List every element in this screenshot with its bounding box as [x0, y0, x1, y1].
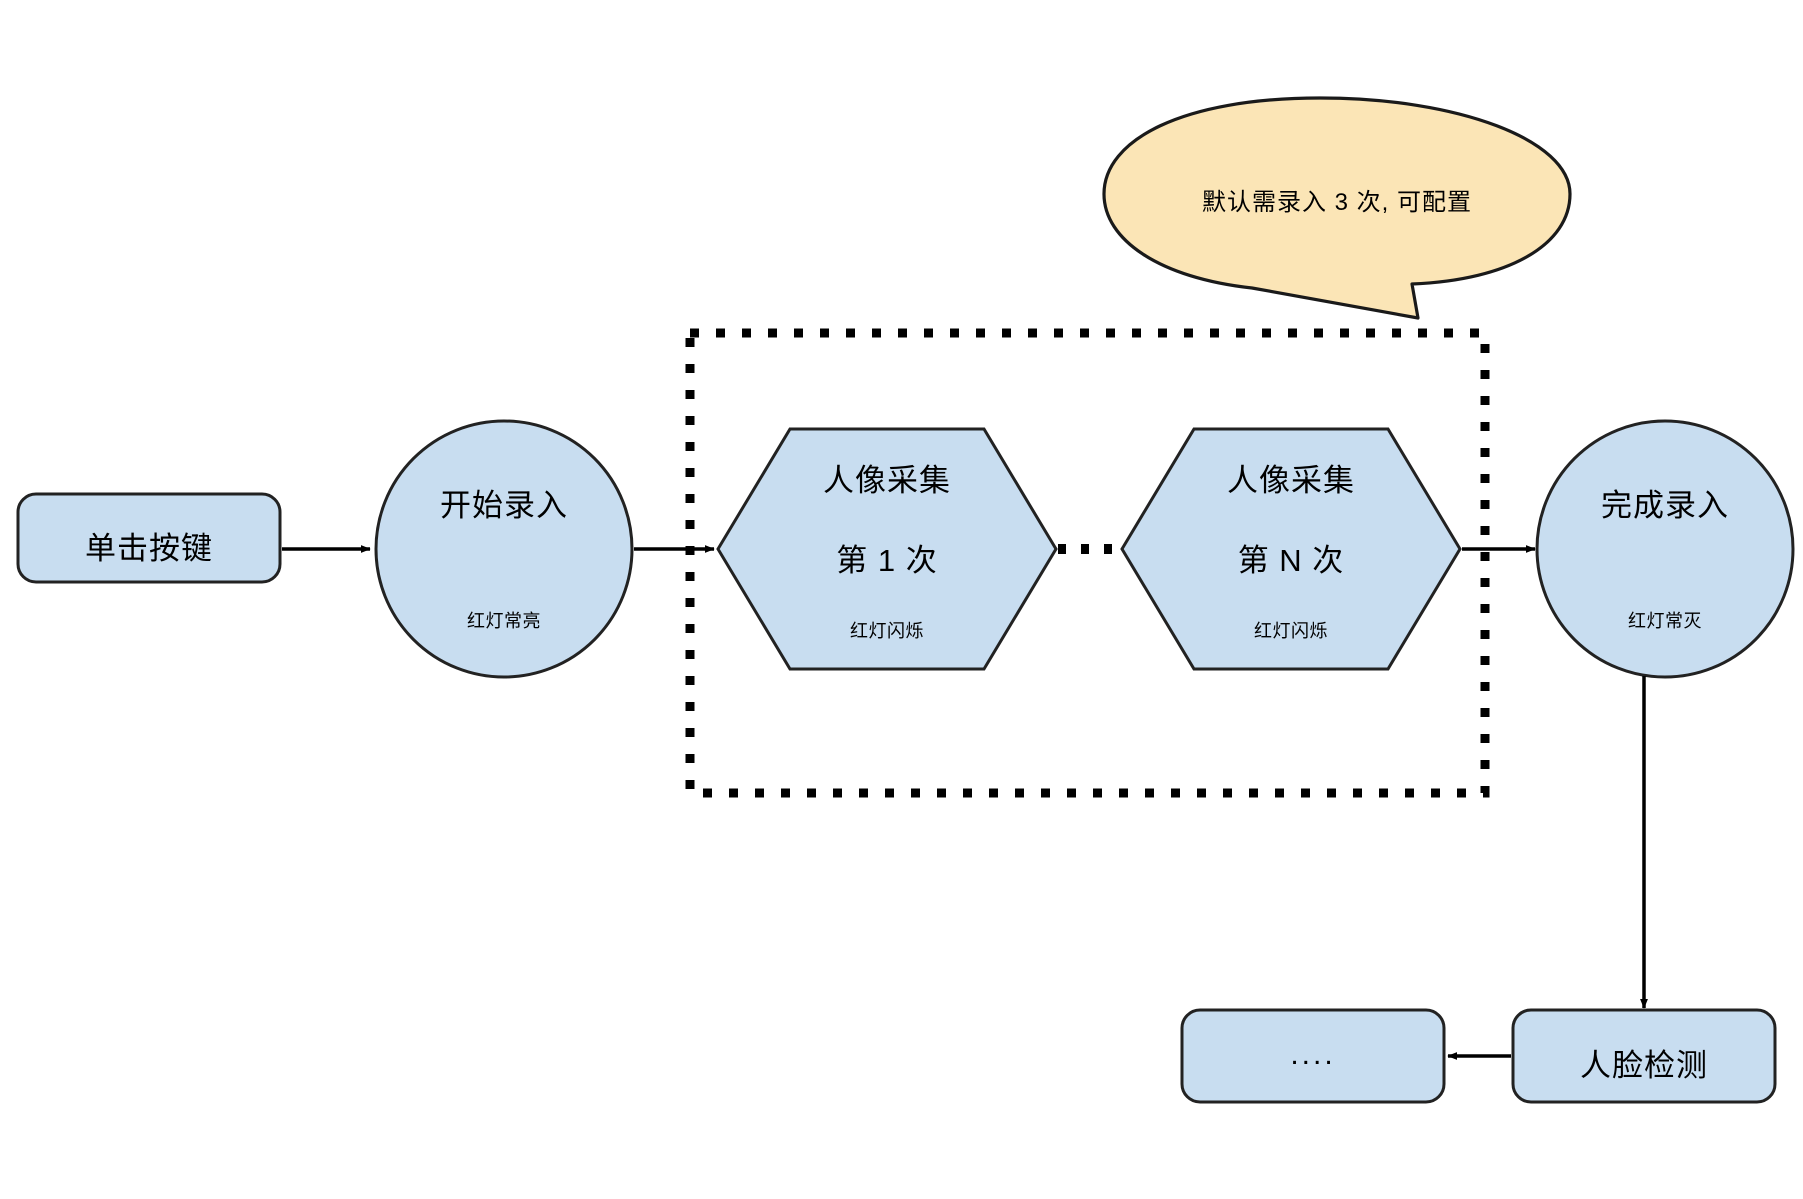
node-capture-nth-shape[interactable]	[1120, 427, 1462, 671]
node-more-steps-shape[interactable]	[1180, 1008, 1446, 1104]
repeat-group-container	[685, 328, 1490, 798]
node-click-key-shape[interactable]	[16, 492, 282, 584]
node-finish-enroll-shape[interactable]	[1535, 419, 1795, 679]
node-start-enroll-shape[interactable]	[374, 419, 634, 679]
callout-bubble-shape[interactable]	[1102, 96, 1572, 320]
node-face-detect-shape[interactable]	[1511, 1008, 1777, 1104]
node-capture-first-shape[interactable]	[716, 427, 1058, 671]
